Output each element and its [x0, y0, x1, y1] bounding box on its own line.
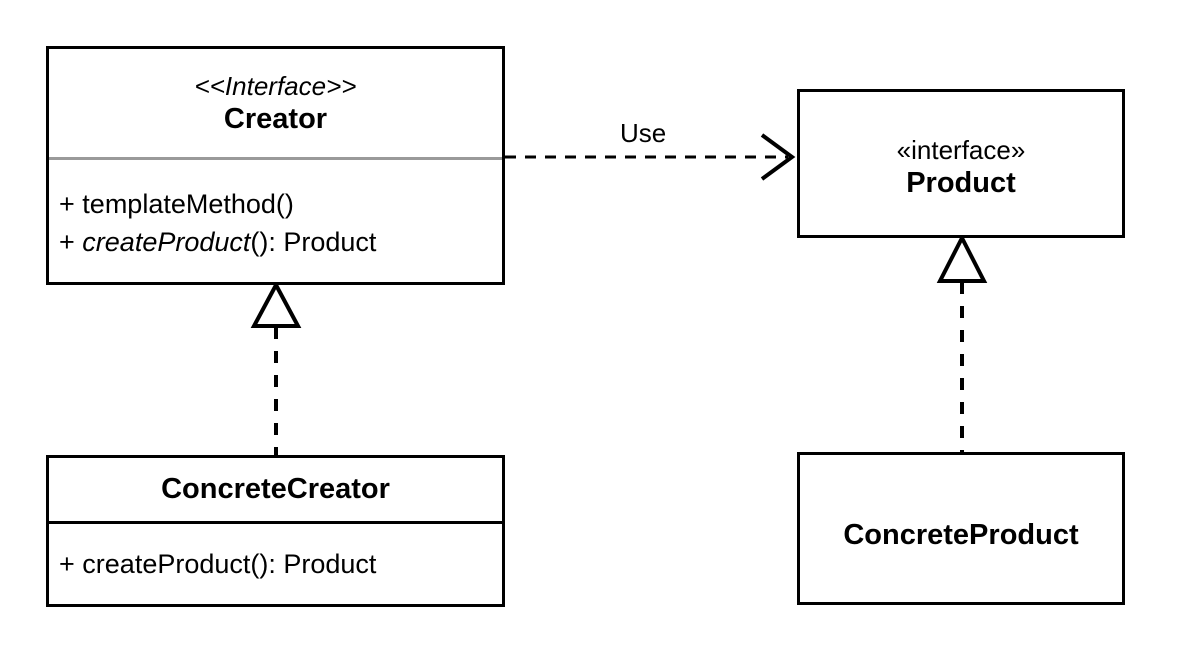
- creator-stereotype: <<Interface>>: [194, 70, 357, 101]
- creator-compartment-separator: [49, 157, 502, 160]
- use-dependency-arrowhead: [760, 133, 796, 181]
- creator-header: <<Interface>> Creator: [49, 49, 502, 157]
- class-box-concrete-product[interactable]: ConcreteProduct: [797, 452, 1125, 605]
- use-dependency-label: Use: [620, 118, 667, 148]
- concrete-creator-method-0-args: (): [250, 549, 269, 579]
- creator-method-create-product: + createProduct(): Product: [59, 223, 376, 261]
- creator-method-1-args: (): [250, 227, 269, 257]
- use-dependency-connector[interactable]: [500, 130, 810, 190]
- class-box-creator[interactable]: <<Interface>> Creator + templateMethod()…: [46, 46, 505, 285]
- concrete-creator-members: + createProduct(): Product: [49, 524, 502, 604]
- concrete-creator-method-0-name: createProduct: [82, 549, 251, 579]
- creator-method-1-name: createProduct: [82, 227, 251, 257]
- product-header: «interface» Product: [800, 92, 1122, 235]
- concrete-product-header: ConcreteProduct: [800, 455, 1122, 602]
- creator-method-0-visibility: +: [59, 189, 75, 219]
- class-box-product[interactable]: «interface» Product: [797, 89, 1125, 238]
- creator-method-template-method: + templateMethod(): [59, 185, 294, 223]
- concrete-creator-method-0-visibility: +: [59, 549, 75, 579]
- concrete-product-class-name: ConcreteProduct: [843, 519, 1079, 551]
- product-class-name: Product: [906, 167, 1016, 199]
- concrete-creator-class-name: ConcreteCreator: [161, 473, 390, 505]
- creator-realization-connector[interactable]: [248, 280, 304, 459]
- creator-method-0-args: (): [275, 189, 294, 219]
- concrete-creator-header: ConcreteCreator: [49, 458, 502, 521]
- product-realization-connector[interactable]: [934, 233, 990, 456]
- concrete-creator-method-create-product: + createProduct(): Product: [59, 545, 376, 583]
- creator-method-1-return: : Product: [268, 227, 377, 257]
- concrete-creator-method-0-return: : Product: [268, 549, 377, 579]
- concrete-creator-compartment-separator: [49, 521, 502, 524]
- creator-members: + templateMethod() + createProduct(): Pr…: [49, 160, 502, 282]
- creator-class-name: Creator: [223, 102, 328, 135]
- creator-realization-hollow-triangle: [250, 280, 302, 328]
- product-stereotype: «interface»: [896, 135, 1026, 165]
- class-box-concrete-creator[interactable]: ConcreteCreator + createProduct(): Produ…: [46, 455, 505, 607]
- product-realization-hollow-triangle: [936, 233, 988, 283]
- creator-method-1-visibility: +: [59, 227, 75, 257]
- creator-method-0-name: templateMethod: [82, 189, 276, 219]
